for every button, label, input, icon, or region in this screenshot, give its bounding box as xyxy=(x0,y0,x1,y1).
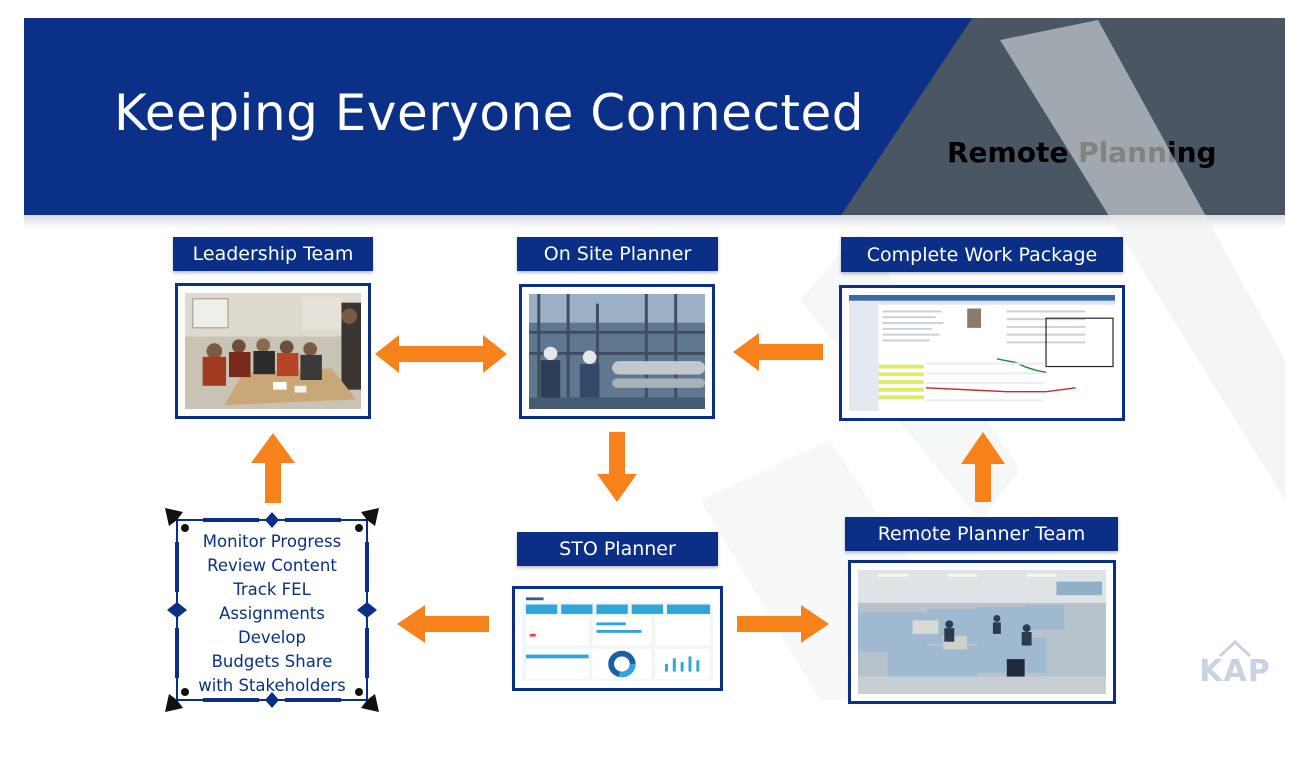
arrow-leadership-onsite-bidirectional xyxy=(375,335,507,373)
task-line: with Stakeholders xyxy=(198,676,346,695)
arrow-sto-to-tasks xyxy=(397,605,489,643)
remote-team-photo-frame xyxy=(848,560,1116,704)
task-line: Track FEL xyxy=(233,580,311,599)
arrow-remote-to-work-package xyxy=(961,432,1005,502)
node-label-remote: Remote Planner Team xyxy=(845,517,1118,551)
work-package-screenshot-frame xyxy=(839,285,1125,421)
arrow-onsite-to-sto xyxy=(597,432,637,502)
industrial-plant-photo xyxy=(529,294,705,409)
node-label-sto: STO Planner xyxy=(517,532,718,566)
slide-subtitle: Remote Planning xyxy=(947,136,1217,169)
task-line: Develop xyxy=(238,628,306,647)
task-line: Budgets Share xyxy=(211,652,333,671)
task-line: Monitor Progress xyxy=(202,532,342,551)
dashboard-thumbnail xyxy=(522,596,713,681)
node-label-onsite: On Site Planner xyxy=(517,237,718,271)
onsite-photo-frame xyxy=(519,284,715,419)
tasks-box: Monitor Progress Review Content Track FE… xyxy=(163,506,381,714)
kap-logo: KAP xyxy=(1190,640,1280,700)
arrow-tasks-to-leadership xyxy=(251,433,295,503)
leadership-photo-frame xyxy=(175,283,371,419)
meeting-room-photo xyxy=(185,293,361,409)
header-shadow xyxy=(24,215,1285,229)
node-label-work-package: Complete Work Package xyxy=(841,237,1123,272)
logo-text: KAP xyxy=(1199,654,1271,689)
arrow-sto-to-remote xyxy=(737,605,829,643)
task-line: Assignments xyxy=(219,604,325,623)
office-cubicles-photo xyxy=(858,570,1106,694)
mountain-logo-icon xyxy=(1218,640,1252,658)
node-label-leadership: Leadership Team xyxy=(173,237,373,271)
sto-dashboard-frame xyxy=(512,586,723,691)
arrow-work-package-to-onsite xyxy=(733,333,823,371)
task-list: Monitor Progress Review Content Track FE… xyxy=(187,530,357,698)
slide-title: Keeping Everyone Connected xyxy=(114,84,865,142)
gantt-schedule-thumbnail xyxy=(849,295,1115,411)
ornamental-frame xyxy=(165,508,379,712)
header-banner: Keeping Everyone Connected Remote Planni… xyxy=(24,18,1285,215)
task-line: Review Content xyxy=(207,556,337,575)
